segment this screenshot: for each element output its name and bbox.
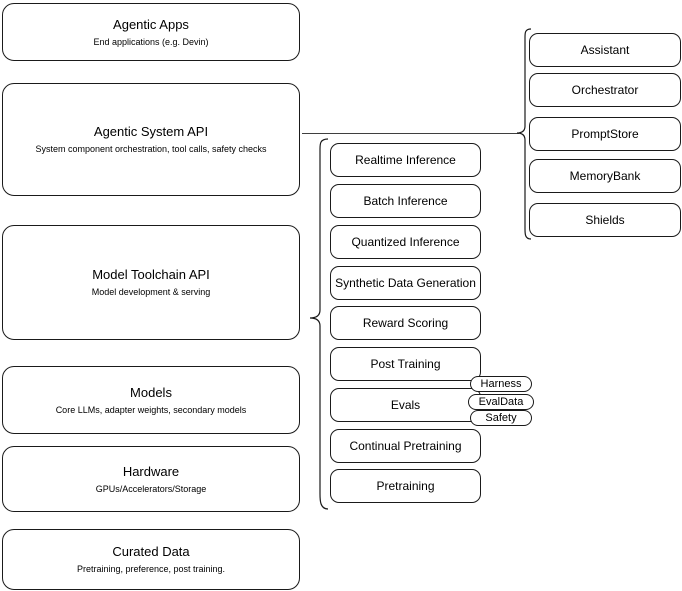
layer-subtitle: Model development & serving (91, 287, 211, 297)
layer-box-agentic-apps[interactable]: Agentic Apps End applications (e.g. Devi… (2, 3, 300, 61)
toolchain-chip-quantized-inference[interactable]: Quantized Inference (330, 225, 481, 259)
layer-title: Agentic Apps (113, 16, 189, 32)
layer-subtitle: End applications (e.g. Devin) (93, 36, 209, 47)
layer-title: Model Toolchain API (92, 267, 210, 282)
toolchain-chip-realtime-inference[interactable]: Realtime Inference (330, 143, 481, 177)
layer-box-hardware[interactable]: Hardware GPUs/Accelerators/Storage (2, 446, 300, 512)
layer-title: Curated Data (112, 544, 190, 559)
toolchain-chip-synthetic-data-generation[interactable]: Synthetic Data Generation (330, 266, 481, 300)
layer-subtitle: Pretraining, preference, post training. (76, 564, 226, 574)
connector-system-api-to-components (302, 133, 519, 134)
system-chip-shields[interactable]: Shields (529, 203, 681, 237)
system-chip-assistant[interactable]: Assistant (529, 33, 681, 67)
toolchain-chip-evals[interactable]: Evals (330, 388, 481, 422)
layer-subtitle: Core LLMs, adapter weights, secondary mo… (55, 404, 247, 415)
brace-model-toolchain (309, 138, 329, 510)
eval-pill-harness[interactable]: Harness (470, 376, 532, 392)
layer-title: Models (130, 384, 172, 400)
brace-agentic-system-components (516, 28, 532, 240)
system-chip-orchestrator[interactable]: Orchestrator (529, 73, 681, 107)
toolchain-chip-batch-inference[interactable]: Batch Inference (330, 184, 481, 218)
toolchain-chip-reward-scoring[interactable]: Reward Scoring (330, 306, 481, 340)
system-chip-promptstore[interactable]: PromptStore (529, 117, 681, 151)
layer-subtitle: GPUs/Accelerators/Storage (95, 483, 207, 494)
eval-pill-safety[interactable]: Safety (470, 410, 532, 426)
layer-box-agentic-system-api[interactable]: Agentic System API System component orch… (2, 83, 300, 196)
eval-pill-evaldata[interactable]: EvalData (468, 394, 534, 410)
system-chip-memorybank[interactable]: MemoryBank (529, 159, 681, 193)
layer-subtitle: System component orchestration, tool cal… (35, 144, 267, 154)
layer-title: Agentic System API (93, 124, 209, 139)
layer-title: Hardware (122, 463, 180, 479)
toolchain-chip-pretraining[interactable]: Pretraining (330, 469, 481, 503)
toolchain-chip-post-training[interactable]: Post Training (330, 347, 481, 381)
layer-box-model-toolchain-api[interactable]: Model Toolchain API Model development & … (2, 225, 300, 340)
toolchain-chip-continual-pretraining[interactable]: Continual Pretraining (330, 429, 481, 463)
layer-box-models[interactable]: Models Core LLMs, adapter weights, secon… (2, 366, 300, 434)
layer-box-curated-data[interactable]: Curated Data Pretraining, preference, po… (2, 529, 300, 590)
